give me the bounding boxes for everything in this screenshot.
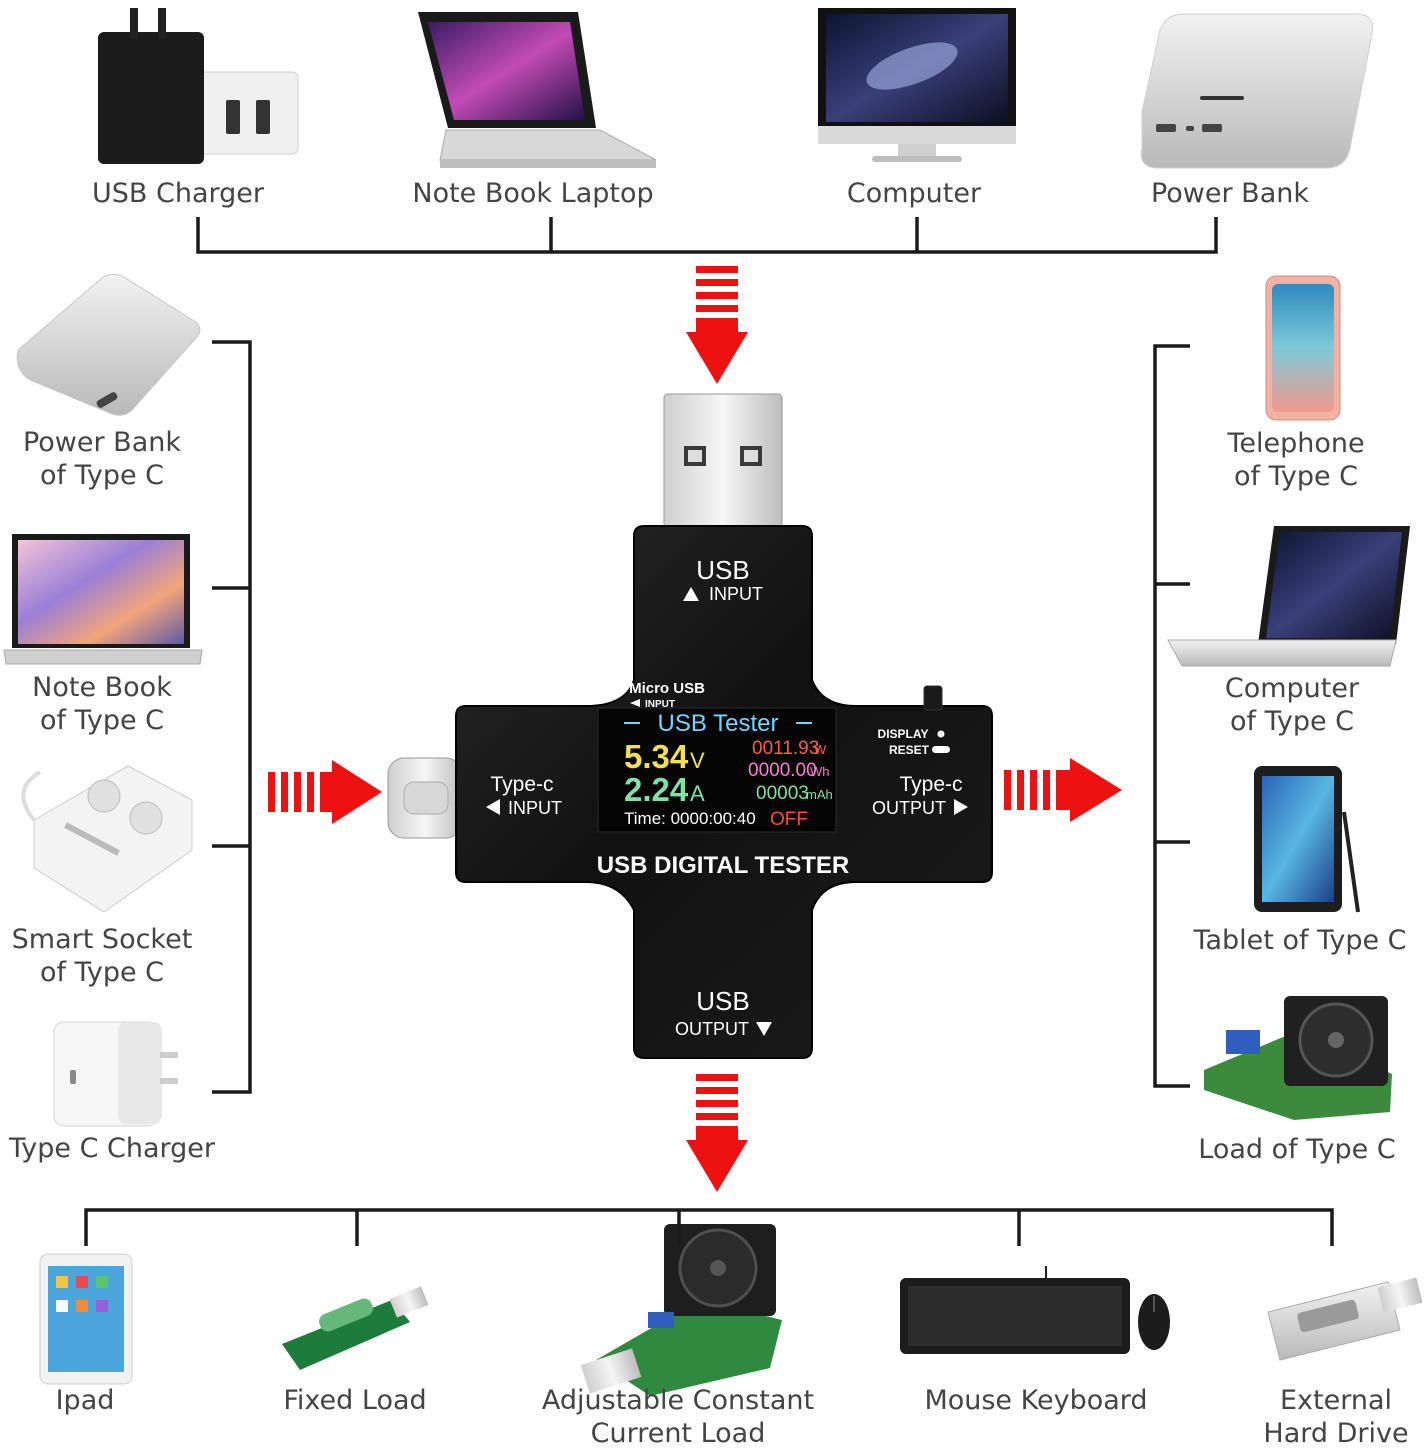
triangle-left-icon: [630, 699, 640, 707]
load-board-icon: [1204, 996, 1392, 1120]
right-bracket: [1153, 344, 1190, 1088]
tablet-icon: [1254, 766, 1360, 913]
label-bottom-fixed-load: Fixed Load: [283, 1385, 427, 1416]
triangle-down-icon: [756, 1022, 772, 1036]
label-line: Note Book: [32, 672, 172, 703]
usb-output-label: USB: [696, 986, 749, 1016]
arrow-right-left-icon: [268, 760, 382, 824]
power-strip-icon: [21, 765, 193, 913]
triangle-right-icon: [954, 799, 968, 815]
display-button-label: DISPLAY: [878, 727, 929, 741]
current-value: 2.24: [624, 771, 689, 808]
triangle-up-icon: [683, 587, 699, 601]
keyboard-mouse-icon: [900, 1266, 1170, 1354]
power-value: 0011.93: [752, 738, 819, 759]
typec-input-sub: INPUT: [508, 798, 562, 818]
lcd-screen: USB Tester 5.34 V 2.24 A 0011.93 W 0000.…: [597, 707, 837, 833]
capacity-unit: mAh: [806, 787, 833, 802]
laptop-icon: [418, 12, 657, 168]
top-bracket: [196, 217, 1218, 254]
label-line: of Type C: [1233, 461, 1359, 492]
reset-pill-icon: [932, 746, 950, 753]
power-unit: W: [814, 742, 827, 757]
capacity-value: 00003: [756, 783, 809, 804]
label-power-bank: Power Bank: [1150, 178, 1310, 209]
power-bank-icon: [16, 273, 201, 416]
voltage-value: 5.34: [624, 738, 689, 775]
reset-button-label: RESET: [889, 743, 930, 757]
label-left-power-bank: Power Bank of Type C: [10, 426, 194, 492]
typec-output-sub: OUTPUT: [872, 798, 946, 818]
label-usb-charger: USB Charger: [92, 178, 264, 209]
usb-drive-icon: [1267, 1277, 1423, 1361]
display-dot-icon: [937, 730, 945, 738]
bottom-bracket: [84, 1208, 1334, 1246]
label-line: Hard Drive: [1263, 1418, 1409, 1449]
ipad-icon: [39, 1253, 133, 1385]
usb-tester-device: USB INPUT Micro USB INPUT Type-c INPUT D…: [387, 393, 993, 1059]
power-bank-icon: [1140, 13, 1374, 169]
adjustable-load-icon: [580, 1224, 782, 1396]
energy-unit: Wh: [810, 764, 830, 779]
typec-input-label: Type-c: [490, 773, 553, 796]
current-unit: A: [690, 781, 705, 806]
label-line: of Type C: [39, 460, 165, 491]
label-line: Computer: [1224, 673, 1360, 704]
label-line: Current Load: [590, 1418, 766, 1449]
label-line: Power Bank: [22, 427, 182, 458]
label-left-type-c-charger: Type C Charger: [8, 1133, 216, 1164]
label-line: of Type C: [39, 957, 165, 988]
brand-label: USB DIGITAL TESTER: [597, 852, 849, 879]
status-readout: OFF: [770, 809, 808, 830]
typec-output-label: Type-c: [899, 773, 962, 796]
left-bracket: [212, 340, 252, 1094]
label-line: Telephone: [1227, 428, 1365, 459]
computer-icon: [818, 8, 1016, 162]
laptop-icon: [1167, 526, 1410, 667]
label-line: External: [1279, 1385, 1393, 1416]
time-readout: Time: 0000:00:40: [624, 809, 756, 828]
type-c-charger-icon: [53, 1021, 178, 1127]
label-line: of Type C: [39, 705, 165, 736]
voltage-unit: V: [690, 748, 705, 773]
screen-title: USB Tester: [658, 710, 779, 737]
label-bottom-adjustable-load: Adjustable Constant Current Load: [536, 1384, 820, 1450]
label-line: Smart Socket: [11, 924, 193, 955]
label-bottom-ipad: Ipad: [55, 1385, 115, 1416]
label-computer: Computer: [846, 178, 982, 209]
micro-usb-sub: INPUT: [645, 699, 675, 710]
label-notebook-laptop: Note Book Laptop: [412, 178, 654, 209]
label-left-notebook: Note Book of Type C: [10, 671, 194, 737]
label-bottom-mouse-keyboard: Mouse Keyboard: [924, 1385, 1148, 1416]
label-bottom-external-drive: External Hard Drive: [1256, 1384, 1416, 1450]
label-left-smart-socket: Smart Socket of Type C: [2, 923, 202, 989]
fixed-load-icon: [282, 1286, 429, 1370]
usb-charger-icon: [98, 8, 299, 164]
label-right-load: Load of Type C: [1198, 1134, 1396, 1165]
laptop-icon: [3, 534, 203, 665]
energy-value: 0000.00: [748, 760, 817, 781]
usb-input-sub: INPUT: [709, 584, 763, 604]
label-line: Adjustable Constant: [541, 1385, 815, 1416]
usb-input-label: USB: [696, 555, 749, 585]
label-right-computer: Computer of Type C: [1204, 672, 1380, 738]
label-right-telephone: Telephone of Type C: [1208, 427, 1384, 493]
type-c-plug: [387, 757, 463, 839]
micro-usb-label: Micro USB: [629, 680, 705, 697]
usb-a-plug: [663, 393, 783, 529]
triangle-left-icon: [486, 799, 500, 815]
arrow-down-bottom-icon: [686, 1074, 748, 1192]
arrow-down-top-icon: [686, 266, 748, 384]
usb-output-sub: OUTPUT: [675, 1019, 749, 1039]
label-line: of Type C: [1229, 706, 1355, 737]
arrow-right-right-icon: [1004, 758, 1122, 822]
phone-icon: [1265, 275, 1341, 421]
label-right-tablet: Tablet of Type C: [1193, 925, 1407, 956]
